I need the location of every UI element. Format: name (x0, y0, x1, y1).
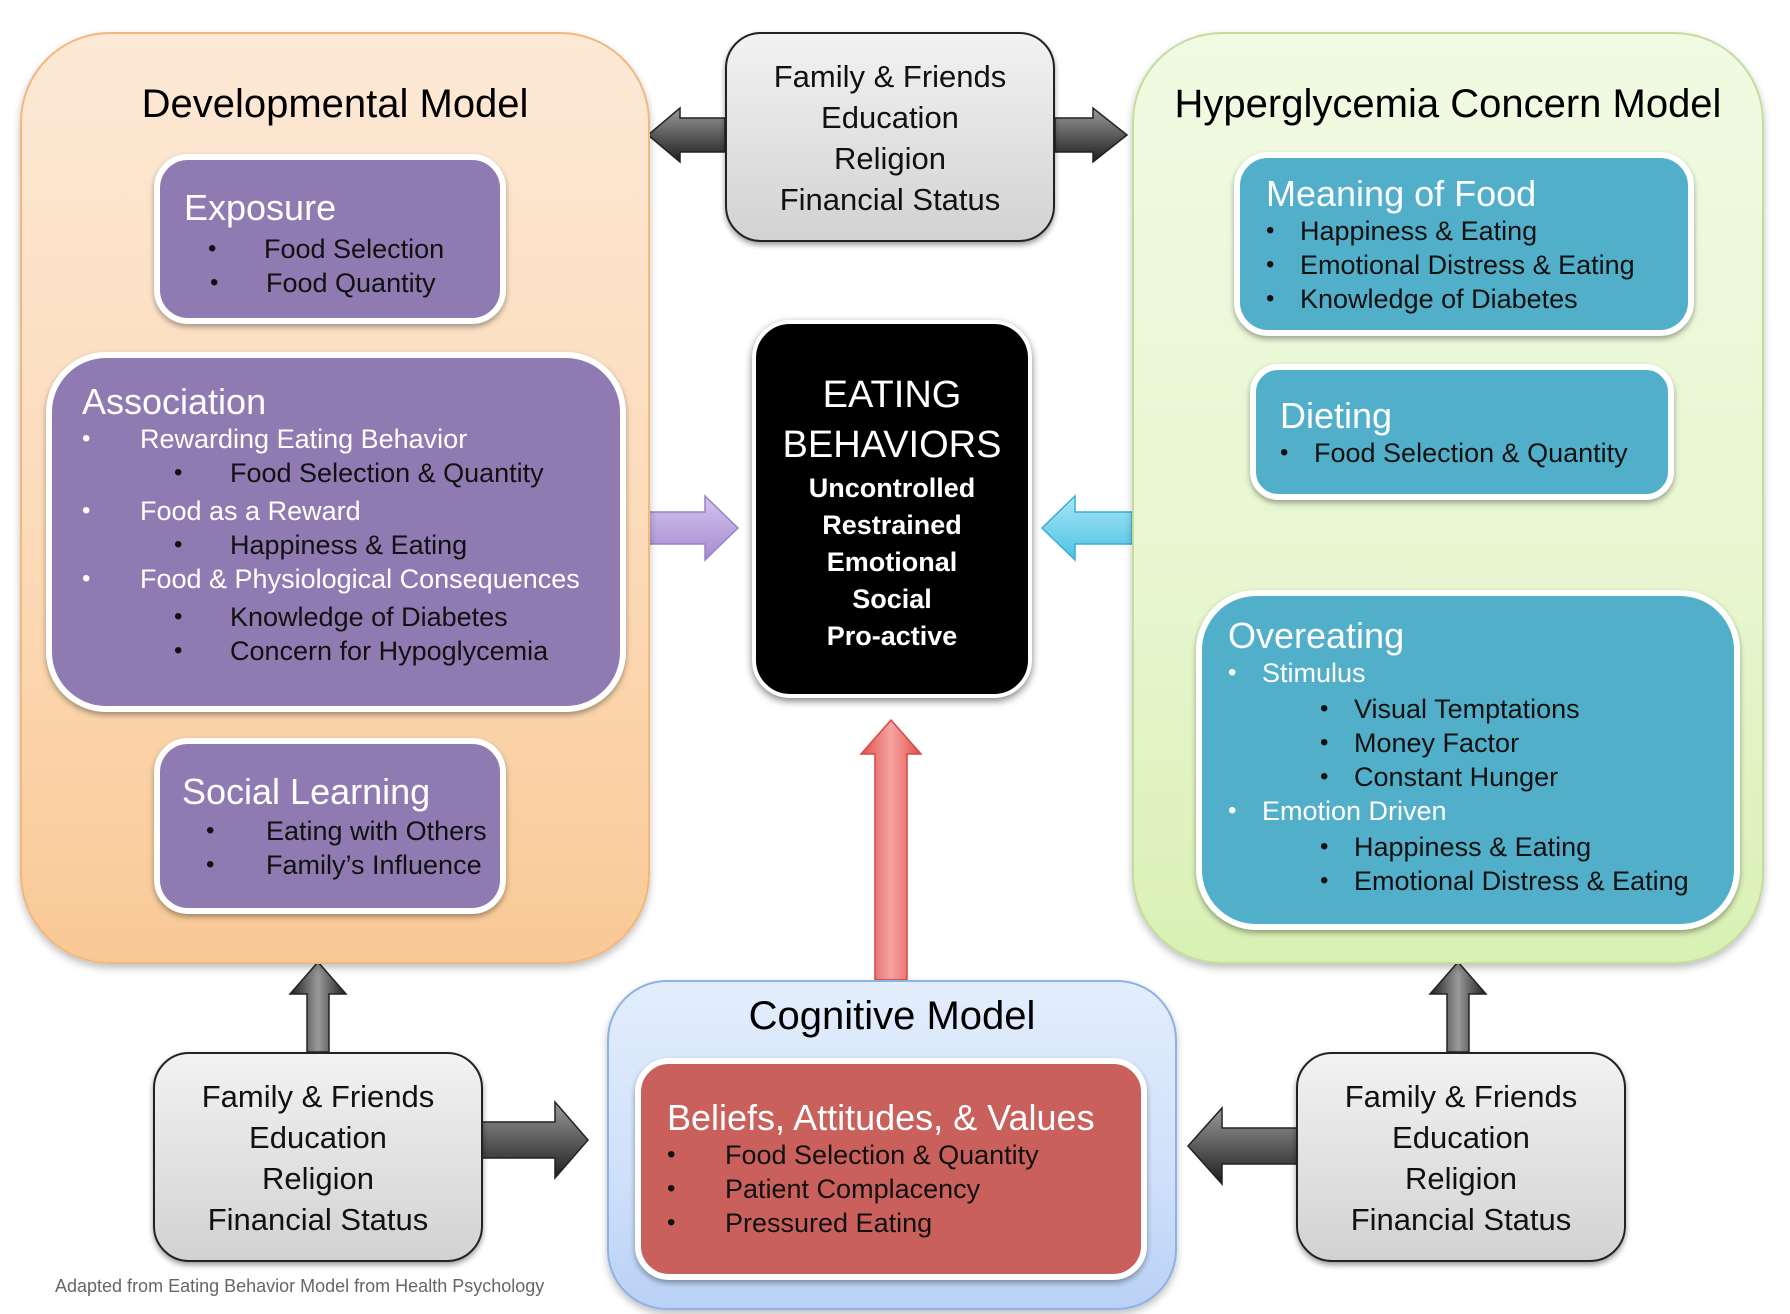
list-item: •Constant Hunger (1320, 762, 1559, 792)
arrow-left-icon (1186, 1106, 1298, 1186)
list-item: •Knowledge of Diabetes (174, 602, 508, 632)
list-item: •Eating with Others (206, 816, 487, 846)
overeating-box: Overeating •Stimulus •Visual Temptations… (1196, 590, 1740, 930)
hyperglycemia-concern-model: Hyperglycemia Concern Model Meaning of F… (1132, 32, 1764, 964)
association-title: Association (82, 381, 267, 422)
developmental-model: Developmental Model Exposure •Food Selec… (20, 32, 650, 964)
list-item: •Happiness & Eating (174, 530, 468, 560)
hyperglycemia-model-title: Hyperglycemia Concern Model (1174, 82, 1722, 126)
arrow-right-icon (1054, 106, 1129, 164)
behavior-item: Pro-active (826, 621, 958, 651)
exposure-box: Exposure •Food Selection •Food Quantity (154, 154, 506, 324)
list-item: •Emotional Distress & Eating (1266, 250, 1635, 280)
beliefs-attitudes-values-box: Beliefs, Attitudes, & Values •Food Selec… (635, 1058, 1147, 1280)
beliefs-title: Beliefs, Attitudes, & Values (667, 1097, 1095, 1138)
list-item: •Visual Temptations (1320, 694, 1580, 724)
list-item: •Food Quantity (210, 268, 436, 298)
arrow-up-icon (859, 718, 923, 981)
arrow-right-icon (647, 494, 740, 562)
association-box: Association •Rewarding Eating Behavior •… (46, 352, 626, 712)
influences-box-bottom-right: Family & Friends Education Religion Fina… (1296, 1052, 1626, 1262)
list-item: •Knowledge of Diabetes (1266, 284, 1578, 314)
arrow-left-icon (646, 106, 726, 164)
eating-behaviors-box: EATING BEHAVIORS Uncontrolled Restrained… (752, 320, 1032, 698)
developmental-model-title: Developmental Model (141, 82, 529, 126)
social-learning-title: Social Learning (182, 771, 431, 812)
cognitive-model-title: Cognitive Model (748, 994, 1036, 1038)
arrow-left-icon (1040, 494, 1133, 562)
behavior-item: Restrained (822, 510, 962, 540)
list-item: •Pressured Eating (667, 1208, 933, 1238)
meaning-of-food-box: Meaning of Food •Happiness & Eating •Emo… (1234, 152, 1694, 336)
arrow-up-icon (288, 960, 348, 1053)
list-item: •Food Selection & Quantity (174, 458, 544, 488)
behavior-item: Emotional (826, 547, 958, 577)
eating-behaviors-title: BEHAVIORS (782, 424, 1002, 466)
dieting-title: Dieting (1280, 395, 1393, 436)
dieting-box: Dieting •Food Selection & Quantity (1250, 364, 1674, 500)
list-item: •Stimulus (1228, 658, 1366, 688)
cognitive-model: Cognitive Model Beliefs, Attitudes, & Va… (607, 980, 1177, 1310)
list-item: •Emotional Distress & Eating (1320, 866, 1689, 896)
behavior-item: Uncontrolled (808, 473, 976, 503)
list-item: •Emotion Driven (1228, 796, 1447, 826)
social-learning-box: Social Learning •Eating with Others •Fam… (154, 738, 506, 914)
list-item: •Food Selection (208, 234, 445, 264)
arrow-up-icon (1428, 960, 1488, 1053)
influences-box-top: Family & Friends Education Religion Fina… (725, 32, 1055, 242)
list-item: •Rewarding Eating Behavior (82, 424, 468, 454)
list-item: •Patient Complacency (667, 1174, 981, 1204)
exposure-title: Exposure (184, 187, 337, 228)
behavior-item: Social (852, 584, 932, 614)
list-item: •Happiness & Eating (1320, 832, 1592, 862)
arrow-right-icon (481, 1099, 589, 1181)
list-item: •Money Factor (1320, 728, 1520, 758)
source-caption: Adapted from Eating Behavior Model from … (55, 1276, 545, 1296)
meaning-of-food-title: Meaning of Food (1266, 173, 1537, 214)
list-item: •Food Selection & Quantity (1280, 438, 1628, 468)
list-item: •Happiness & Eating (1266, 216, 1538, 246)
list-item: •Food Selection & Quantity (667, 1140, 1039, 1170)
overeating-title: Overeating (1228, 615, 1405, 656)
list-item: •Food as a Reward (82, 496, 361, 526)
list-item: •Food & Physiological Consequences (82, 564, 580, 594)
list-item: •Concern for Hypoglycemia (174, 636, 549, 666)
influences-box-bottom-left: Family & Friends Education Religion Fina… (153, 1052, 483, 1262)
list-item: •Family’s Influence (206, 850, 482, 880)
eating-behaviors-title: EATING (822, 374, 962, 416)
